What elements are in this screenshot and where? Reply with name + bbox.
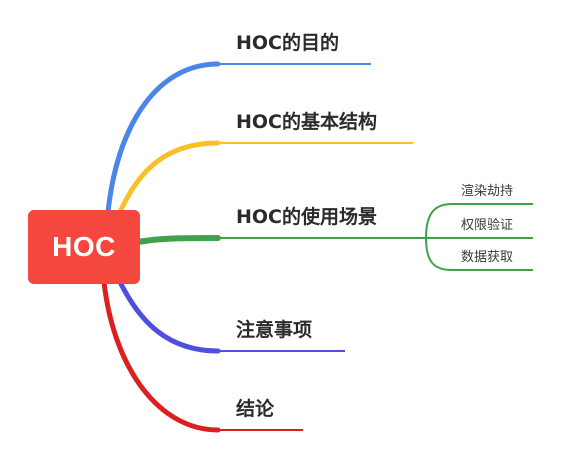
subtopic-render-hijack[interactable]: 渲染劫持 (461, 184, 514, 199)
connector-use-cases (135, 235, 221, 245)
subtopic-data-fetch[interactable]: 数据获取 (461, 250, 514, 265)
connector-sub-data (425, 237, 533, 271)
connector-sub-render (425, 203, 533, 239)
topic-purpose[interactable]: HOC的目的 (236, 32, 339, 54)
connector-notes (117, 279, 221, 354)
topic-notes[interactable]: 注意事项 (236, 319, 313, 341)
connector-basic-structure (117, 140, 221, 215)
connector-conclusion (101, 279, 221, 433)
topic-conclusion[interactable]: 结论 (236, 398, 275, 420)
topic-basic-structure[interactable]: HOC的基本结构 (236, 111, 377, 133)
root-node[interactable]: HOC (28, 210, 140, 284)
topic-use-cases[interactable]: HOC的使用场景 (236, 206, 377, 228)
connector-purpose (105, 61, 221, 215)
subtopic-auth-check[interactable]: 权限验证 (461, 218, 514, 233)
